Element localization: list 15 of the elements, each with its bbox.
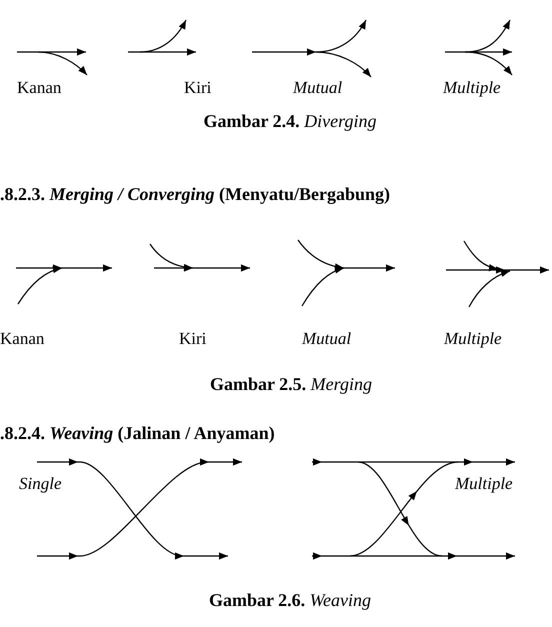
pattern-label: Mutual	[293, 78, 342, 98]
figure-caption: Gambar 2.6. Weaving	[209, 590, 371, 610]
pattern-label: Kanan	[17, 78, 62, 98]
pattern-label: Multiple	[444, 329, 502, 350]
pattern-label: Multiple	[455, 474, 513, 494]
pattern-label: Kiri	[184, 78, 212, 98]
pattern-label: Single	[19, 474, 62, 494]
section-heading: .8.2.3. Merging / Converging (Menyatu/Bergabung)	[0, 184, 390, 204]
figure-caption: Gambar 2.4. Diverging	[204, 110, 376, 132]
pattern-label: Kanan	[0, 329, 44, 350]
figure-caption: Gambar 2.5. Merging	[210, 374, 372, 394]
section-heading: .8.2.4. Weaving (Jalinan / Anyaman)	[0, 422, 275, 444]
pattern-label: Mutual	[302, 329, 352, 350]
pattern-label: Kiri	[179, 329, 206, 350]
pattern-label: Multiple	[443, 78, 501, 98]
